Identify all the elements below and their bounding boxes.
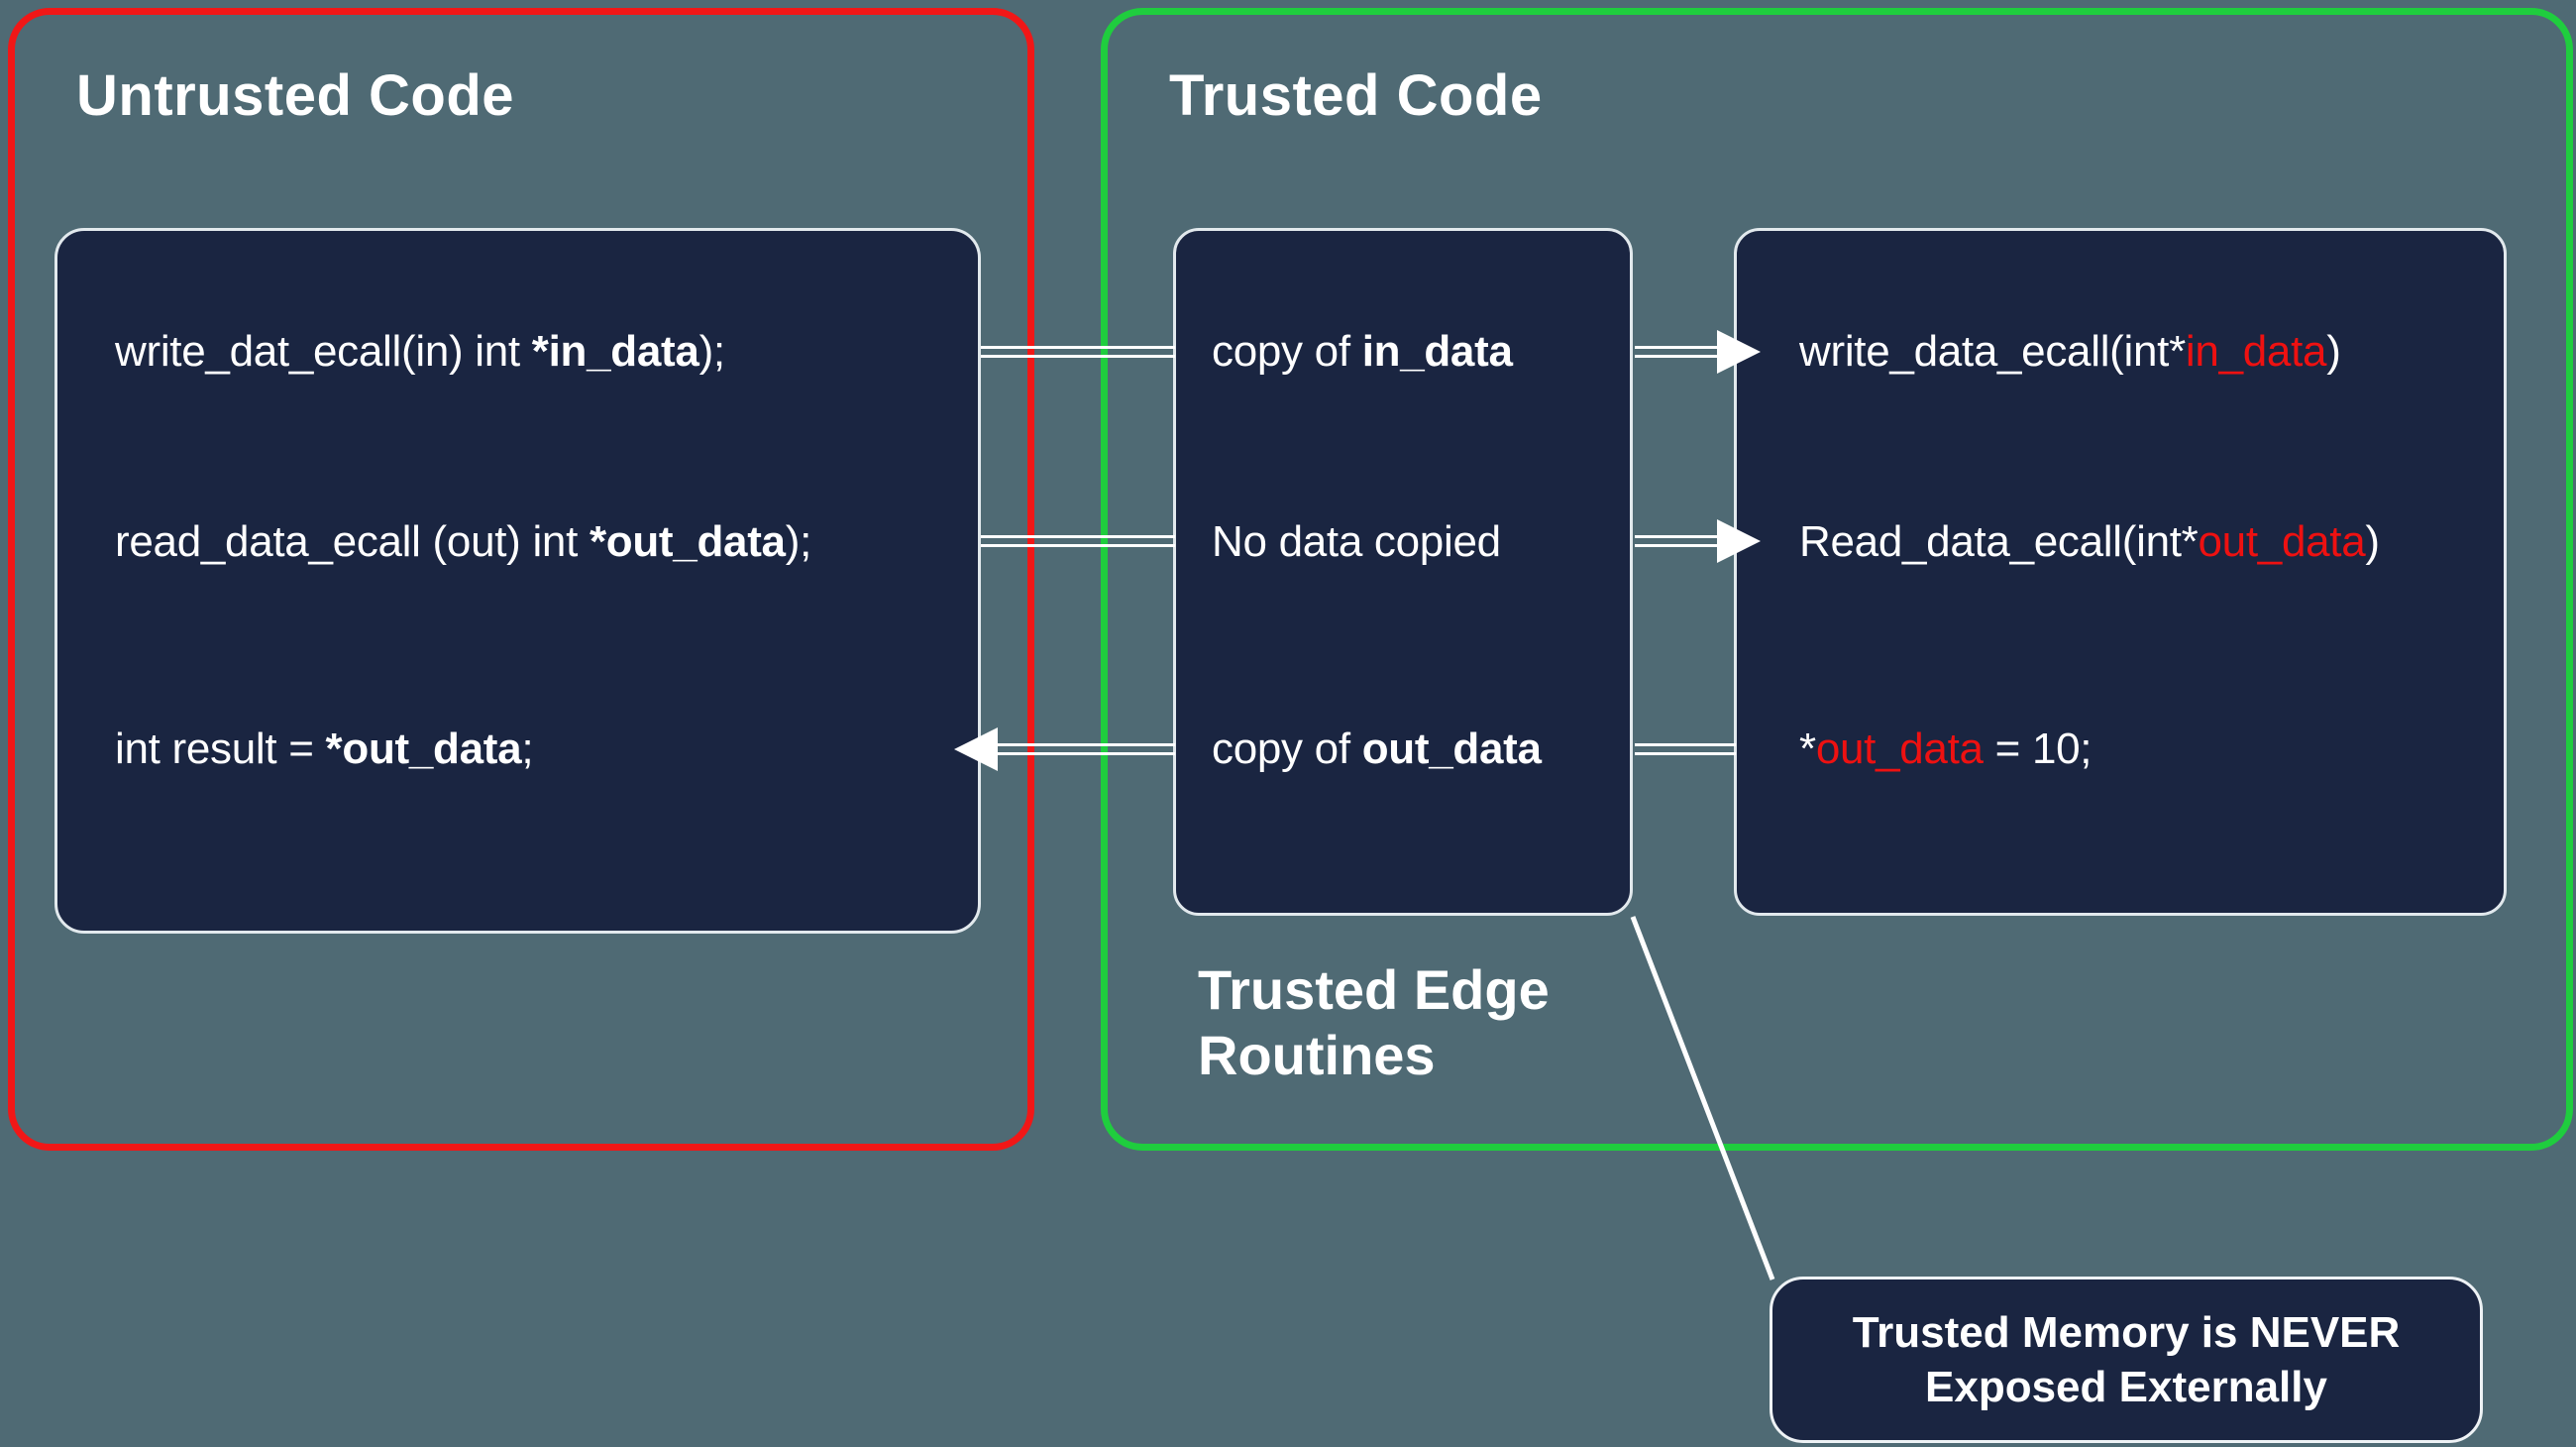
trusted-code-line-1: write_data_ecall(int*in_data) — [1799, 327, 2341, 376]
arrow-shaft-write-edge-to-trusted — [1635, 346, 1719, 358]
edge-routine-line-2: No data copied — [1212, 517, 1501, 566]
trusted-region-title: Trusted Code — [1169, 63, 1543, 128]
edge-routine-line-1: copy of in_data — [1212, 327, 1513, 376]
arrowhead-result-into-untrusted — [954, 727, 998, 771]
trusted-edge-routines-label: Trusted Edge Routines — [1198, 957, 1550, 1088]
untrusted-region-title: Untrusted Code — [76, 63, 514, 128]
trusted-code-line-3: *out_data = 10; — [1799, 724, 2093, 773]
untrusted-code-line-1: write_dat_ecall(in) int *in_data); — [115, 327, 725, 376]
edge-routine-line-3: copy of out_data — [1212, 724, 1542, 773]
edge-label-line-2: Routines — [1198, 1024, 1436, 1086]
connector-result-trusted-to-edge — [1635, 743, 1736, 755]
edge-label-line-1: Trusted Edge — [1198, 958, 1550, 1021]
arrow-shaft-result-edge-to-untrusted — [996, 743, 1175, 755]
trusted-memory-callout: Trusted Memory is NEVER Exposed External… — [1770, 1277, 2483, 1443]
untrusted-code-line-3: int result = *out_data; — [115, 724, 534, 773]
arrowhead-read-into-trusted — [1717, 519, 1761, 563]
untrusted-code-region: Untrusted Code — [8, 8, 1034, 1151]
arrow-shaft-read-edge-to-trusted — [1635, 535, 1719, 547]
callout-line-1: Trusted Memory is NEVER — [1852, 1308, 2401, 1357]
trusted-edge-routines-panel: copy of in_data No data copied copy of o… — [1173, 228, 1633, 916]
trusted-code-region: Trusted Code — [1101, 8, 2573, 1151]
arrow-shaft-write-untrusted-to-edge — [981, 346, 1175, 358]
untrusted-code-line-2: read_data_ecall (out) int *out_data); — [115, 517, 812, 566]
callout-line-2: Exposed Externally — [1925, 1363, 2327, 1411]
arrow-shaft-read-untrusted-to-edge — [981, 535, 1175, 547]
trusted-code-line-2: Read_data_ecall(int*out_data) — [1799, 517, 2380, 566]
arrowhead-write-into-trusted — [1717, 330, 1761, 374]
trusted-code-panel: write_data_ecall(int*in_data) Read_data_… — [1734, 228, 2507, 916]
untrusted-code-panel: write_dat_ecall(in) int *in_data); read_… — [54, 228, 981, 934]
